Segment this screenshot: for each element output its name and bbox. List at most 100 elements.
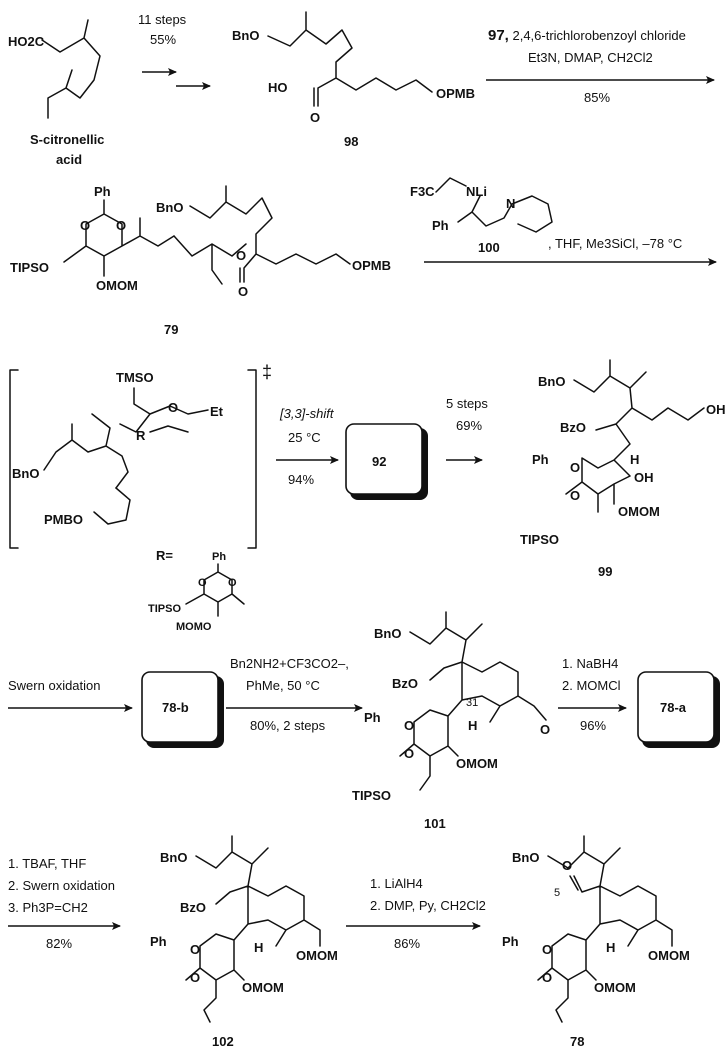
compound-102-structure: BnO BzO H Ph O O OMOM OMOM 102 <box>150 835 338 1049</box>
compound-92-box: 92 <box>345 423 428 500</box>
compound-99-structure: BnO BzO OH OH H Ph O O OMOM TIPSO 99 <box>520 359 726 579</box>
bno-label: BnO <box>232 28 259 43</box>
et-label: Et <box>210 404 224 419</box>
o-ring-101-2: O <box>404 746 414 761</box>
compound-78a-label: 78-a <box>660 700 687 715</box>
s-citronellic-acid-structure: HO2C S-citronellic acid <box>8 19 104 167</box>
yield-85: 85% <box>584 90 610 105</box>
reagent-nabh4: 1. NaBH4 <box>562 656 618 671</box>
omom-label-78a: OMOM <box>594 980 636 995</box>
bzo-label-102: BzO <box>180 900 206 915</box>
tipso-label-r: TIPSO <box>148 603 181 615</box>
ph-label-102: Ph <box>150 934 167 949</box>
f3c-label: F3C <box>410 184 435 199</box>
reagent-ph3p: 3. Ph3P=CH2 <box>8 900 88 915</box>
o-ring-1: O <box>80 218 90 233</box>
reagent-bn2nh2: Bn2NH2+CF3CO2–, <box>230 656 349 671</box>
ph-label: Ph <box>94 184 111 199</box>
compound-79-label: 79 <box>164 322 178 337</box>
bzo-label-99: BzO <box>560 420 586 435</box>
yield-94: 94% <box>288 472 314 487</box>
tipso-label: TIPSO <box>10 260 49 275</box>
yield-96: 96% <box>580 718 606 733</box>
reagent-33-shift: [3,3]-shift <box>279 406 335 421</box>
omom-label-101: OMOM <box>456 756 498 771</box>
compound-99-label: 99 <box>598 564 612 579</box>
compound-100-structure: F3C NLi N Ph 100 <box>410 177 553 255</box>
compound-101-label: 101 <box>424 816 446 831</box>
bno-label-78: BnO <box>512 850 539 865</box>
ho2c-label: HO2C <box>8 34 45 49</box>
tmso-label: TMSO <box>116 370 154 385</box>
position-31-label: 31 <box>466 697 478 709</box>
nli-label: NLi <box>466 184 487 199</box>
o-ring-78-1: O <box>542 942 552 957</box>
reagent-5-steps: 5 steps <box>446 396 488 411</box>
h-label-99: H <box>630 452 639 467</box>
ho-label: HO <box>268 80 288 95</box>
reagent-tbaf: 1. TBAF, THF <box>8 856 86 871</box>
omom-label-78b: OMOM <box>648 948 690 963</box>
compound-78-label: 78 <box>570 1034 584 1049</box>
compound-102-label: 102 <box>212 1034 234 1049</box>
ph-label-78: Ph <box>502 934 519 949</box>
reagent-swern-2: 2. Swern oxidation <box>8 878 115 893</box>
compound-101-structure: BnO BzO 31 H O Ph O O OMOM TIPSO 101 <box>352 611 550 831</box>
o-ring-102-1: O <box>190 942 200 957</box>
h-label-101: H <box>468 718 477 733</box>
reagent-trichlorobenzoyl: 2,4,6-trichlorobenzoyl chloride <box>509 28 686 43</box>
omom-label-99: OMOM <box>618 504 660 519</box>
opmb-label: OPMB <box>436 86 475 101</box>
omom-label: OMOM <box>96 278 138 293</box>
bno-label-79: BnO <box>156 200 183 215</box>
reagent-et3n-dmap: Et3N, DMAP, CH2Cl2 <box>528 50 653 65</box>
double-dagger: ‡ <box>262 362 272 382</box>
aldehyde-o-label: O <box>540 722 550 737</box>
omom-label-102b: OMOM <box>296 948 338 963</box>
o-ring-2: O <box>116 218 126 233</box>
yield-82: 82% <box>46 936 72 951</box>
h-label-102: H <box>254 940 263 955</box>
reagent-lialh4: 1. LiAlH4 <box>370 876 423 891</box>
s-citronellic-acid-label: acid <box>56 152 82 167</box>
o-ring-99-2: O <box>570 488 580 503</box>
compound-78-structure: BnO O 5 H Ph O O OMOM OMOM 78 <box>502 835 690 1049</box>
o-r-2: O <box>228 577 237 589</box>
reagent-97-number: 97, <box>488 27 509 44</box>
compound-92-label: 92 <box>372 454 386 469</box>
yield-86: 86% <box>394 936 420 951</box>
compound-78b-box: 78-b <box>141 671 224 748</box>
ring-o-label: O <box>168 400 178 415</box>
carbonyl-o-label: O <box>238 284 248 299</box>
ph-label-99: Ph <box>532 452 549 467</box>
reagent-25c: 25 °C <box>288 430 321 445</box>
reagent-phme: PhMe, 50 °C <box>246 678 320 693</box>
s-citronellic-label: S-citronellic <box>30 132 104 147</box>
aldehyde-o-label-78: O <box>562 858 572 873</box>
r-equals-label: R= <box>156 548 173 563</box>
transition-state-structure: ‡ TMSO O Et R BnO PMBO R= Ph O O TIPSO M… <box>9 362 272 633</box>
yield-69: 69% <box>456 418 482 433</box>
bno-label-102: BnO <box>160 850 187 865</box>
o-ring-102-2: O <box>190 970 200 985</box>
o-ring-99-1: O <box>570 460 580 475</box>
bno-label-ts: BnO <box>12 466 39 481</box>
ph-label-101: Ph <box>364 710 381 725</box>
oh-label-1: OH <box>706 402 726 417</box>
compound-100-label: 100 <box>478 240 500 255</box>
bno-label-101: BnO <box>374 626 401 641</box>
reagent-dmp: 2. DMP, Py, CH2Cl2 <box>370 898 486 913</box>
oh-label-2: OH <box>634 470 654 485</box>
reagent-swern: Swern oxidation <box>8 678 101 693</box>
opmb-label-79: OPMB <box>352 258 391 273</box>
momo-label: MOMO <box>176 621 212 633</box>
o-ring-78-2: O <box>542 970 552 985</box>
compound-98-label: 98 <box>344 134 358 149</box>
ph-label-100: Ph <box>432 218 449 233</box>
reagent-11-steps: 11 steps <box>138 12 187 27</box>
yield-55: 55% <box>150 32 176 47</box>
tipso-label-99: TIPSO <box>520 532 559 547</box>
compound-79-structure: Ph O O TIPSO OMOM BnO O O OPMB 79 <box>10 184 391 337</box>
yield-80-2-steps: 80%, 2 steps <box>250 718 326 733</box>
